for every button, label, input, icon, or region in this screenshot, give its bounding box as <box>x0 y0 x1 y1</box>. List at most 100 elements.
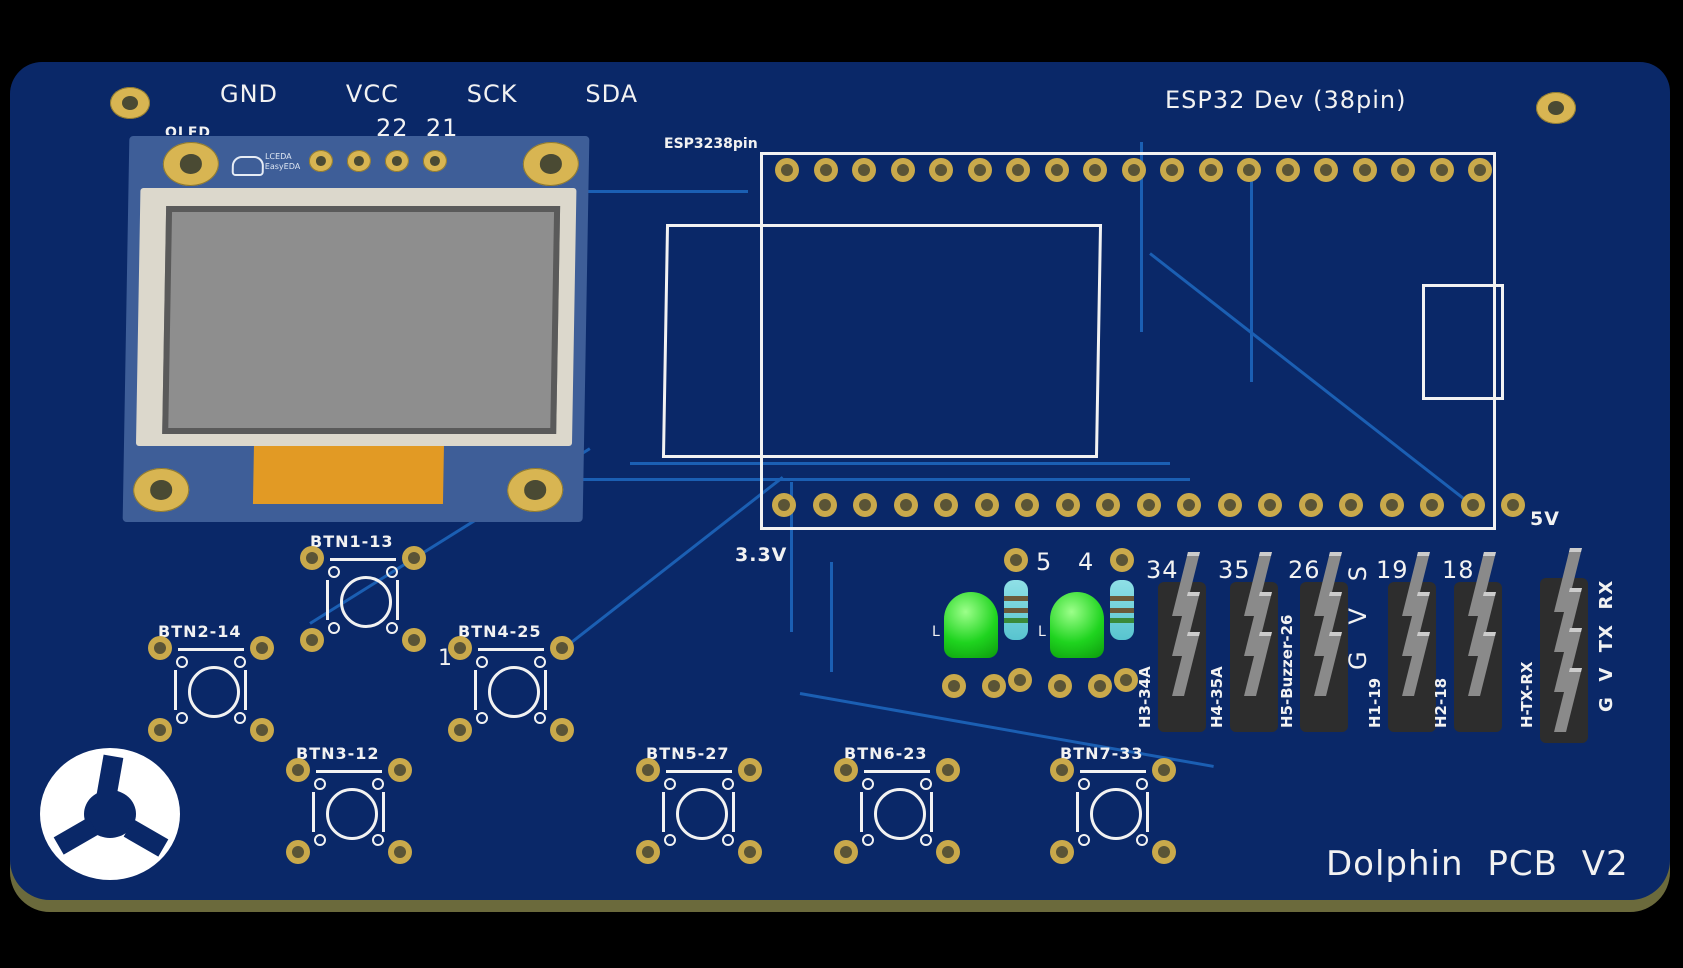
oled-mount-hole <box>162 142 220 186</box>
button-pad <box>936 840 960 864</box>
tactile-button-btn1-13[interactable] <box>300 546 426 652</box>
tactile-button-btn7-33[interactable] <box>1050 758 1176 864</box>
oled-header-pad <box>422 150 448 172</box>
button-cap <box>188 666 240 718</box>
button-pad <box>448 636 472 660</box>
esp32-pin-pad <box>893 493 918 517</box>
brand-lceda: LCEDA <box>264 152 292 161</box>
mounting-hole <box>110 87 150 119</box>
button-pad <box>1152 758 1176 782</box>
esp32-pin-pad <box>1460 493 1485 517</box>
button-silk <box>1076 792 1079 832</box>
button-silk <box>1078 778 1090 790</box>
esp32-pin-pad <box>1468 158 1492 182</box>
button-pad <box>148 636 172 660</box>
button-pad <box>1050 840 1074 864</box>
esp32-pin-pad <box>1006 158 1030 182</box>
button-pad <box>286 840 310 864</box>
esp32-outline <box>760 152 1496 530</box>
tactile-button-btn2-14[interactable] <box>148 636 274 742</box>
esp32-pin-pad <box>1501 493 1525 517</box>
cloud-car-icon <box>231 156 265 176</box>
button-silk <box>664 834 676 846</box>
button-pad <box>550 636 574 660</box>
led-prefix: L <box>932 624 941 640</box>
esp32-pin-pad <box>1391 158 1415 182</box>
button-silk <box>330 558 396 561</box>
button-silk <box>372 778 384 790</box>
esp32-pin-pad <box>929 158 953 182</box>
oled-header-pad <box>346 150 372 172</box>
button-label: BTN4-25 <box>458 622 542 641</box>
header-label: H3-34A <box>1136 666 1154 728</box>
esp32-pin-pad <box>1314 158 1338 182</box>
button-silk <box>534 656 546 668</box>
button-pad <box>388 758 412 782</box>
esp32-pin-pad <box>1136 493 1161 517</box>
pin-header <box>1230 552 1278 732</box>
button-cap <box>874 788 926 840</box>
led-pad <box>1088 674 1112 698</box>
button-silk <box>314 778 326 790</box>
esp32-pin-pad <box>934 493 958 517</box>
tactile-button-btn6-23[interactable] <box>834 758 960 864</box>
pin-header <box>1388 552 1436 732</box>
oled-mount-hole <box>522 142 580 186</box>
button-silk <box>312 792 315 832</box>
esp32-pin-pad <box>1055 493 1080 517</box>
oled-pin-sda: SDA <box>585 80 639 108</box>
esp32-pin-pad <box>1237 158 1261 182</box>
tactile-button-btn3-12[interactable] <box>286 758 412 864</box>
button-pad <box>402 628 426 652</box>
trace <box>530 190 748 193</box>
oled-bezel <box>135 188 577 446</box>
button-silk <box>544 670 547 710</box>
esp32-designator: ESP3238pin <box>664 136 758 152</box>
esp32-pin-pad <box>967 158 992 182</box>
esp32-pin-pad <box>1096 493 1120 517</box>
pin-header <box>1454 552 1502 732</box>
button-silk <box>722 834 734 846</box>
esp32-pin-pad <box>974 493 999 517</box>
resistor-pad <box>1004 548 1028 572</box>
oled-designator: OLED <box>165 125 212 135</box>
button-silk <box>1078 834 1090 846</box>
resistor-label-5: 5 <box>1036 548 1053 576</box>
oled-pin-sck: SCK <box>466 80 518 108</box>
header-label: H5-Buzzer-26 <box>1278 614 1296 728</box>
button-silk <box>920 834 932 846</box>
header-label: H4-35A <box>1208 666 1226 728</box>
esp32-antenna-outline <box>661 224 1103 458</box>
oled-mount-hole <box>132 468 190 512</box>
esp32-pin-pad <box>1429 158 1454 182</box>
button-silk <box>326 580 329 620</box>
tactile-button-btn4-25[interactable] <box>448 636 574 742</box>
button-silk <box>176 656 188 668</box>
resistor-pad <box>1110 548 1134 572</box>
label-5v: 5V <box>1530 508 1560 530</box>
esp32-pin-pad <box>1083 158 1107 182</box>
button-silk <box>862 778 874 790</box>
button-cap <box>340 576 392 628</box>
button-silk <box>386 622 398 634</box>
button-silk <box>328 566 340 578</box>
pin-header <box>1300 552 1348 732</box>
trace <box>1250 162 1253 382</box>
led-pad <box>942 674 966 698</box>
header-label: H-TX-RX <box>1518 661 1536 729</box>
led-group-2: 4 L <box>1036 548 1236 748</box>
trace <box>630 462 1170 465</box>
oled-pin-gnd: GND <box>220 80 279 108</box>
oled-pin-labels: GND VCC SCK SDA <box>220 80 638 108</box>
pin-label-s: S <box>1344 564 1372 582</box>
led-group-1: 5 L <box>930 548 1130 748</box>
oled-pin-vcc: VCC <box>345 80 399 108</box>
button-pad <box>738 758 762 782</box>
button-label: BTN7-33 <box>1060 744 1144 763</box>
button-pad <box>1050 758 1074 782</box>
esp32-pin-pad <box>1352 158 1377 182</box>
button-pad <box>738 840 762 864</box>
resistor-label-4: 4 <box>1078 548 1095 576</box>
btn4-prefix: 1 <box>438 646 453 671</box>
tactile-button-btn5-27[interactable] <box>636 758 762 864</box>
